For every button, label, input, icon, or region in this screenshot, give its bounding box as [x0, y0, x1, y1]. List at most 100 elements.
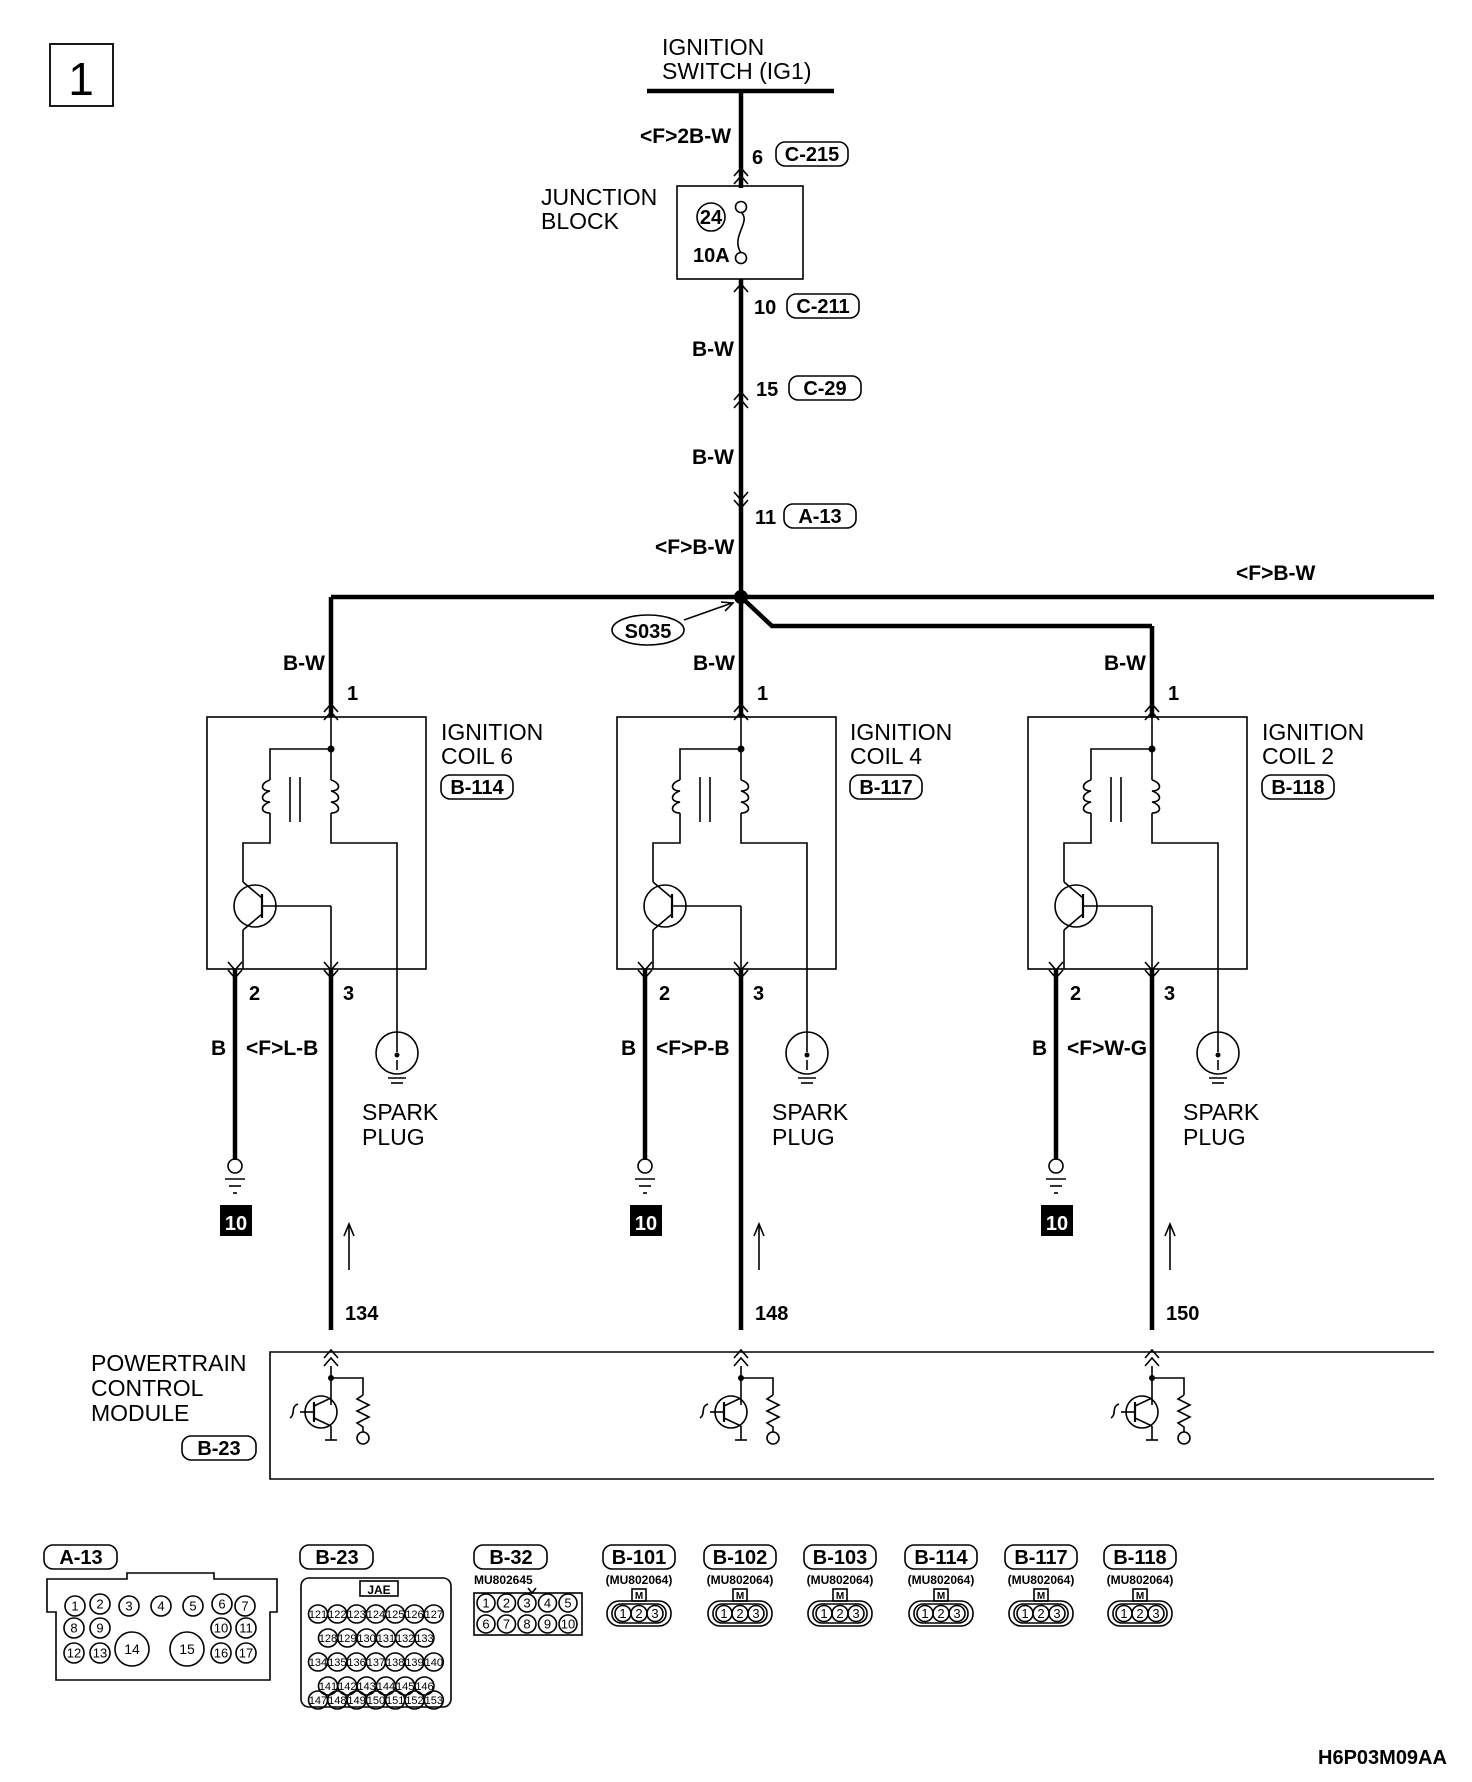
coil-connector-pin: 1	[1021, 1606, 1028, 1621]
coil-connector-label: B-118	[1113, 1547, 1166, 1569]
b32-pin: 2	[503, 1596, 510, 1611]
ignition-coil-2: B-W 1 IGNITION COIL 2 B-118 2 3 B <F>W-G	[1027, 626, 1364, 1330]
coil-connector-marker: M	[736, 1591, 744, 1602]
pcm-driver-2	[699, 1348, 781, 1445]
b23-pin: 153	[425, 1695, 443, 1707]
coil-2-pin-signal: 3	[1164, 983, 1175, 1005]
fuse-number: 24	[700, 207, 723, 229]
coil-connector-part: (MU802064)	[1008, 1573, 1075, 1587]
b32-pin: 3	[523, 1596, 530, 1611]
b23-pin: 131	[377, 1633, 395, 1645]
coil-connector-pin: 2	[736, 1606, 743, 1621]
b23-pin: 140	[425, 1657, 443, 1669]
bus-color-right: <F>B-W	[1236, 562, 1316, 585]
coil-connector-pin-circle	[646, 1604, 664, 1623]
a13-pin: 6	[218, 1597, 225, 1612]
b23-pin-circle	[423, 1690, 445, 1710]
top-wire-pin: 6	[752, 147, 763, 169]
coil-2-pin-feed: 1	[1168, 683, 1179, 705]
b23-pin: 147	[309, 1695, 327, 1707]
bus-color-left: <F>B-W	[655, 536, 735, 559]
pcm-label-1: POWERTRAIN	[91, 1350, 246, 1376]
coil-2-feed-color: B-W	[1104, 652, 1146, 675]
b23-pin: 143	[357, 1681, 375, 1693]
a13-pin-circle	[211, 1593, 233, 1615]
b32-pin-circle	[558, 1593, 578, 1613]
coil-connector-pin-circle	[1048, 1604, 1066, 1623]
b23-pin: 141	[319, 1681, 337, 1693]
segment-1-pin: 15	[756, 379, 778, 401]
coil-connector-pin: 1	[720, 1606, 727, 1621]
coil-connector-pin-circle	[847, 1604, 865, 1623]
coil-connector-pin-circle	[1147, 1604, 1165, 1623]
a13-pin-circle	[235, 1642, 257, 1664]
b23-label: B-23	[315, 1547, 358, 1569]
a13-pin-circle	[63, 1617, 85, 1639]
b23-pin: 130	[357, 1633, 375, 1645]
a13-pin-circle	[89, 1593, 111, 1615]
b23-pin: 142	[338, 1681, 356, 1693]
b23-pin: 145	[396, 1681, 414, 1693]
coil-4-connector: B-117	[859, 777, 912, 799]
a13-pin: 1	[71, 1599, 78, 1614]
segment-2-pin: 11	[755, 507, 776, 529]
ground-icon	[1048, 1158, 1064, 1174]
main-feed-wire	[733, 91, 749, 597]
b23-pin-circle	[414, 1628, 435, 1648]
coil-connector-label: B-103	[813, 1547, 867, 1569]
b23-pin: 135	[328, 1657, 346, 1669]
coil-connector-part: (MU802064)	[1107, 1573, 1174, 1587]
a13-pin-circle	[234, 1595, 256, 1617]
b23-maker: JAE	[367, 1583, 390, 1597]
a13-pin-circle	[235, 1617, 257, 1639]
a13-pin: 4	[157, 1599, 164, 1614]
b23-pin-circle	[423, 1604, 445, 1624]
page-number: 1	[68, 53, 94, 105]
coil-connector-label: B-114	[914, 1547, 968, 1569]
b32-pin-circle	[537, 1593, 558, 1613]
coil-connector-pin: 1	[921, 1606, 928, 1621]
coil-connector-pin: 3	[752, 1606, 759, 1621]
b23-pin: 128	[319, 1633, 337, 1645]
b23-pin-circle	[414, 1676, 435, 1696]
a13-pin-circle	[169, 1631, 205, 1667]
jb-out-pin: 10	[754, 297, 776, 319]
fuse-rating: 10A	[693, 245, 730, 267]
b23-pin: 123	[347, 1609, 365, 1621]
coil-4-plug-2: PLUG	[772, 1124, 835, 1150]
a13-pin: 16	[214, 1646, 228, 1661]
ignition-bus: <F>B-W <F>B-W S035	[331, 536, 1434, 646]
a13-pin-circle	[210, 1642, 232, 1664]
ground-icon	[227, 1158, 243, 1174]
ignition-switch-label-1: IGNITION	[662, 34, 764, 60]
b23-pin: 137	[367, 1657, 385, 1669]
b32-label: B-32	[489, 1547, 532, 1569]
b32-part: MU802645	[474, 1573, 533, 1587]
coil-connector-pin: 1	[1120, 1606, 1127, 1621]
a13-label: A-13	[59, 1547, 102, 1569]
b23-pin: 127	[425, 1609, 443, 1621]
b32-pin: 7	[503, 1617, 510, 1632]
top-wire-connector: C-215	[785, 144, 839, 166]
a13-pin-circle	[150, 1595, 172, 1617]
b32-pin-circle	[496, 1614, 517, 1634]
coil-6-pin-ground: 2	[249, 983, 260, 1005]
coil-connector-pin: 2	[635, 1606, 642, 1621]
pcm-label-3: MODULE	[91, 1400, 189, 1426]
splice-label: S035	[625, 621, 672, 643]
jb-out-connector: C-211	[796, 296, 849, 318]
b23-pin: 146	[415, 1681, 433, 1693]
b32-pin-circle	[476, 1593, 496, 1613]
coil-6-pin-signal: 3	[343, 983, 354, 1005]
junction-block-label-1: JUNCTION	[541, 184, 657, 210]
b32-pin: 6	[482, 1617, 489, 1632]
page-number-box: 1	[49, 43, 114, 107]
coil-6-pin-feed: 1	[347, 683, 358, 705]
coil-2-plug-1: SPARK	[1183, 1099, 1260, 1125]
